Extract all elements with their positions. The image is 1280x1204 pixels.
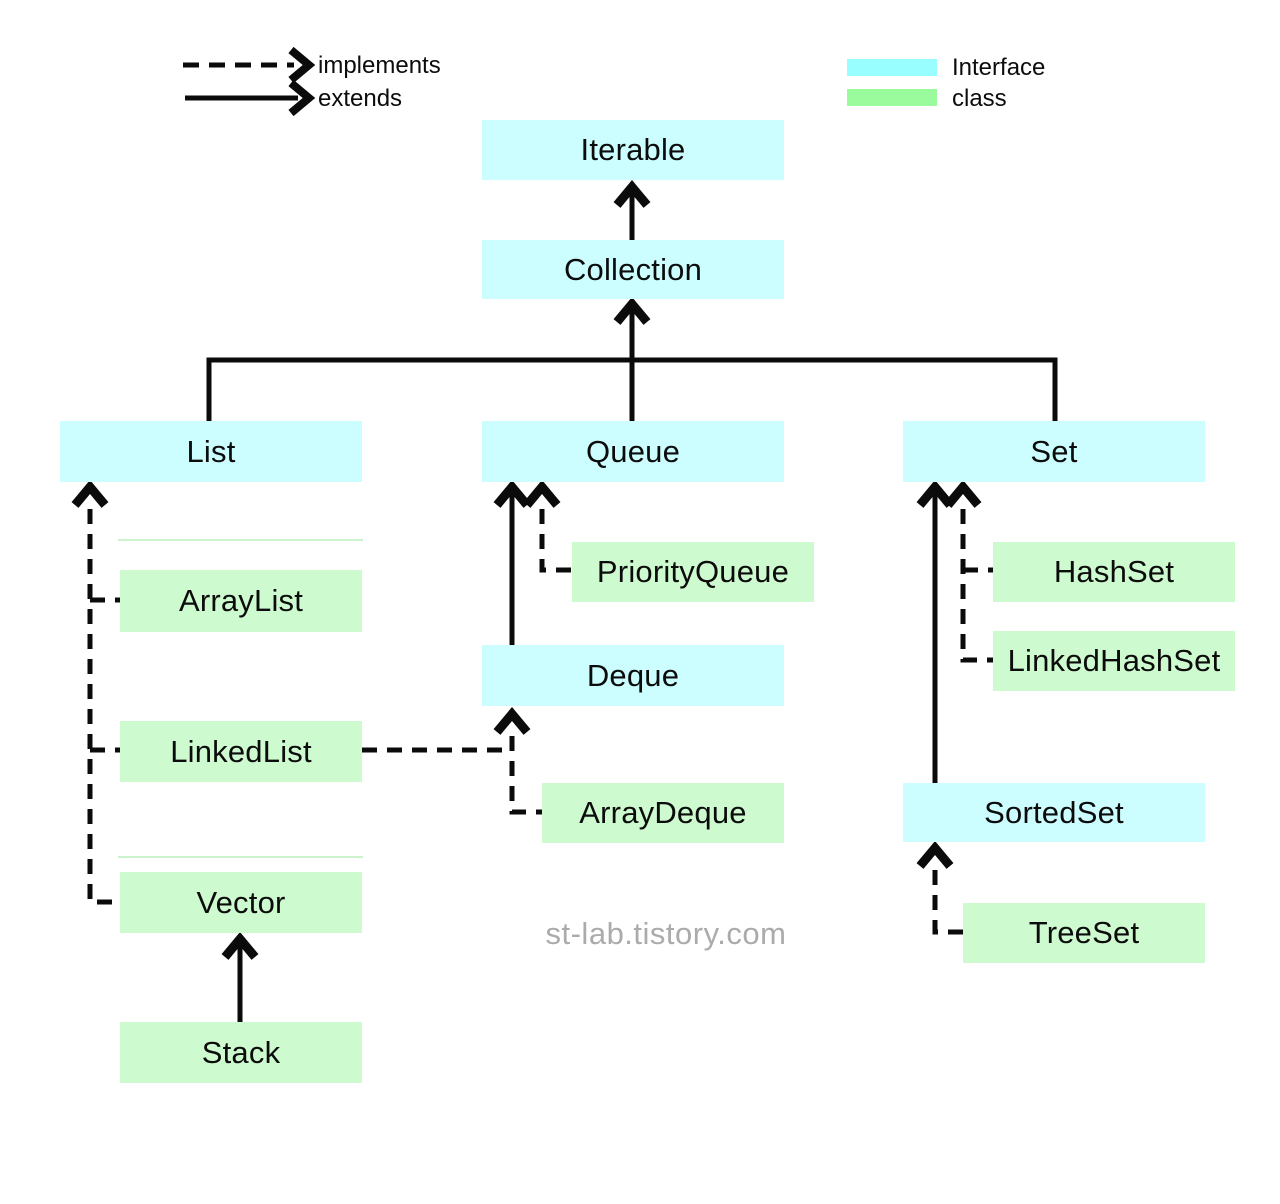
node-collection: Collection xyxy=(482,240,784,299)
legend-class-swatch xyxy=(847,89,937,106)
edge-linkedlist-arraydeque-deque xyxy=(362,706,542,815)
node-stack: Stack xyxy=(120,1022,362,1083)
legend-interface-swatch xyxy=(847,59,937,76)
legend-class-label: class xyxy=(952,85,1007,112)
node-linkedlist: LinkedList xyxy=(120,721,362,782)
node-sortedset-label: SortedSet xyxy=(984,794,1124,830)
node-collection-label: Collection xyxy=(563,251,703,287)
edge-branch-bar xyxy=(206,357,1058,421)
node-arraylist: ArrayList xyxy=(120,570,362,632)
edge-collection-iterable xyxy=(613,179,651,240)
node-iterable-label: Iterable xyxy=(580,132,686,167)
node-set: Set xyxy=(903,421,1205,482)
legend-extends-label: extends xyxy=(318,85,403,112)
node-treeset-label: TreeSet xyxy=(1028,915,1140,950)
edge-hashsets-set xyxy=(944,479,993,663)
node-deque: Deque xyxy=(482,645,784,706)
faint-separator-lines xyxy=(118,539,363,858)
legend-extends-arrow xyxy=(185,79,316,117)
node-linkedhashset: LinkedHashSet xyxy=(993,631,1235,691)
node-hashset-label: HashSet xyxy=(1053,554,1175,589)
node-linkedhashset-label: LinkedHashSet xyxy=(1007,643,1221,678)
edge-stack-vector xyxy=(221,931,259,1022)
node-arraydeque-label: ArrayDeque xyxy=(579,795,747,830)
node-deque-label: Deque xyxy=(586,657,680,693)
legend-implements-label: implements xyxy=(318,52,441,79)
edge-branch-collection xyxy=(613,296,651,421)
node-stack-label: Stack xyxy=(201,1034,281,1070)
node-vector: Vector xyxy=(120,872,362,933)
legend-interface-label: Interface xyxy=(952,54,1046,81)
node-list-label: List xyxy=(186,433,236,469)
node-iterable: Iterable xyxy=(482,120,784,180)
node-arraylist-label: ArrayList xyxy=(178,583,304,618)
node-queue-label: Queue xyxy=(585,433,681,469)
node-hashset: HashSet xyxy=(993,542,1235,602)
node-set-label: Set xyxy=(1030,433,1078,469)
node-vector-label: Vector xyxy=(196,884,286,920)
node-linkedlist-label: LinkedList xyxy=(170,733,312,769)
node-arraydeque: ArrayDeque xyxy=(542,783,784,843)
node-priorityqueue: PriorityQueue xyxy=(572,542,814,602)
edge-treeset-sortedset xyxy=(916,840,963,935)
edge-priorityqueue-queue xyxy=(523,479,572,573)
node-list: List xyxy=(60,421,362,482)
node-priorityqueue-label: PriorityQueue xyxy=(596,554,790,589)
watermark-text: st-lab.tistory.com xyxy=(545,916,787,951)
node-sortedset: SortedSet xyxy=(903,783,1205,842)
node-treeset: TreeSet xyxy=(963,903,1205,963)
edge-sortedset-set xyxy=(916,479,954,783)
legend-implements-arrow xyxy=(183,46,316,84)
node-queue: Queue xyxy=(482,421,784,482)
edge-classes-list xyxy=(71,479,120,905)
edge-deque-queue xyxy=(493,479,531,645)
